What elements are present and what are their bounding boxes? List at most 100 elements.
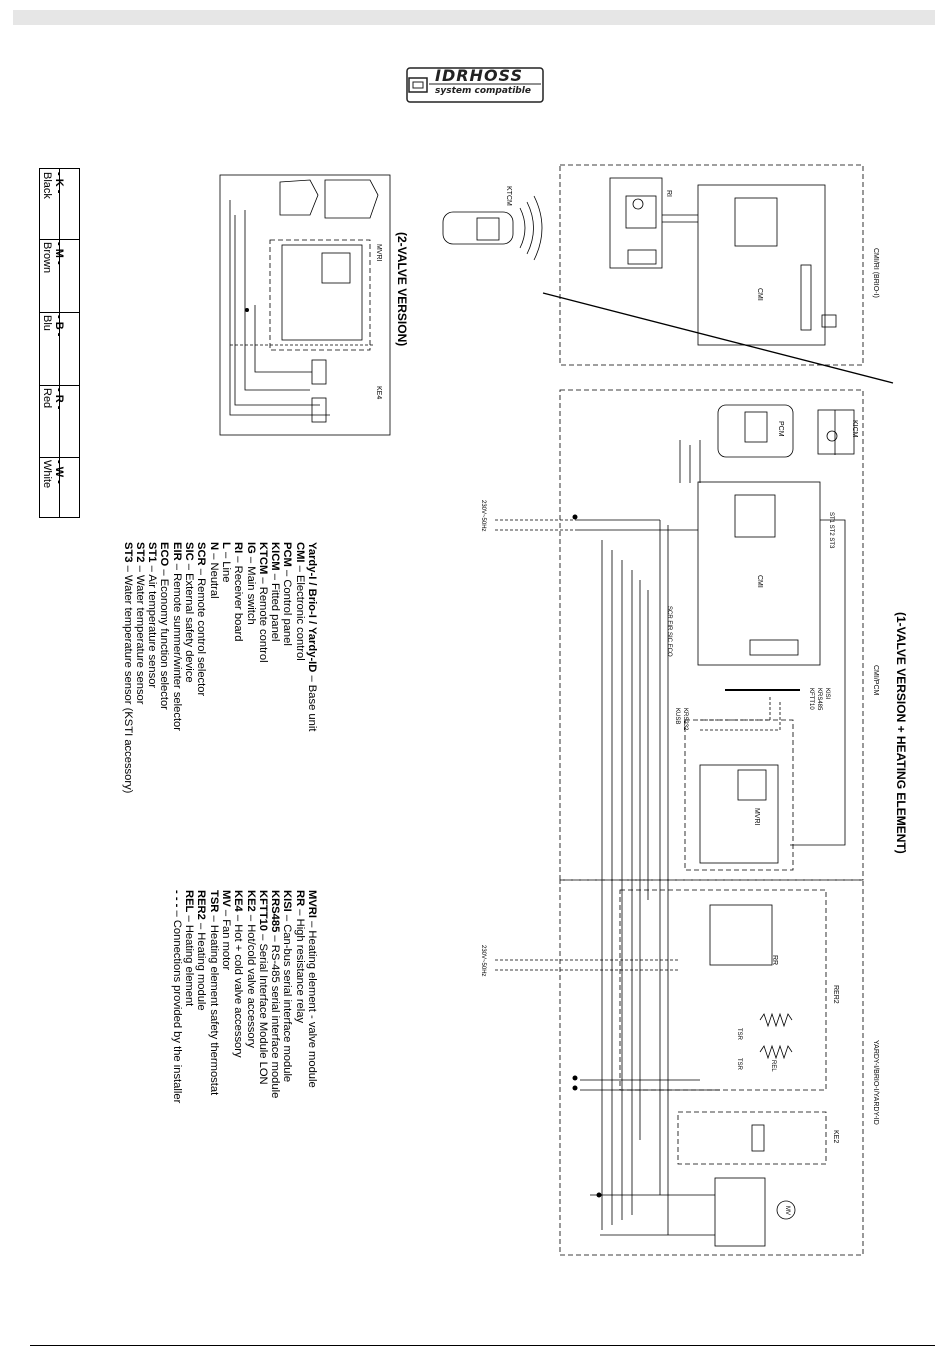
legend-desc: – External safety device [183,560,196,683]
legend-abbr: CMI [293,542,306,563]
legend-abbr: PCM [281,542,294,567]
legend-abbr: KTCM [256,542,269,575]
legend-abbr: ECO [158,542,171,567]
legend-item: KE2 – Hot/cold valve accessory [244,890,257,1103]
legend-desc: – Heating element [183,912,196,1007]
legend-item: ECO – Economy function selector [158,542,170,793]
label-mvri: MVRI [753,808,760,826]
label-tsr-1: TSR [736,1028,742,1040]
legend-desc: – Fan motor [219,906,232,971]
legend-abbr: KRS485 [269,890,282,933]
cmi-chip-top [734,197,778,247]
legend-desc: – Serial Interface Module LON [256,931,269,1085]
fan-motor-icon [776,1200,796,1220]
legend-item: EIR – Remote summer/winter selector [170,542,183,793]
ke2-box [677,1111,827,1165]
legend-item: Yardy-I / Brio-I / Yardy-ID – Base unit [306,542,318,793]
legend-desc: – Air temperature sensor [146,562,159,689]
legend-abbr: RI [232,542,245,554]
logo: IDRHOSS system compatible [405,66,545,106]
legend-item: KICM – Fitted panel [269,542,281,793]
legend-item: IG – Main switch [244,542,257,793]
wire-color-table: - K -Black- M -Brown- B -Blu- R -Red- W … [39,168,80,518]
legend-item: TSR – Heating element safety thermostat [207,890,220,1103]
label-krs232: KRS232 [682,708,688,731]
legend-item: RER2 – Heating module [195,890,207,1103]
yardy-box [559,879,864,1256]
label-mvri-2valve: MVRI [375,244,382,262]
label-ktcm: KTCM [505,186,512,206]
label-rel: REL [770,1060,776,1072]
mvri-box [684,719,794,871]
label-ri: RI [665,190,672,197]
label-yardy: YARDY-I/BRIO-I/YARDY-ID [872,1040,879,1125]
legend-item: ST2 – Water temperature sensor [134,542,146,793]
legend-desc: – Hot/cold valve accessory [244,911,257,1048]
label-inputs: SCR EIR SIC ECO [666,606,672,657]
legend-item: - - - – Connections provided by the inst… [170,890,183,1103]
legend-abbr: Yardy-I / Brio-I / Yardy-ID [306,542,318,673]
legend-desc: – Water temperature sensor (KSTI accesso… [121,562,134,794]
legend-abbr: ST2 [133,542,146,563]
legend-abbr: REL [183,890,196,913]
legend-desc: – RS-485 serial interface module [269,932,282,1099]
legend-item: N – Neutral [207,542,220,793]
legend-desc: – Control panel [281,566,294,646]
label-kicm: KICM [851,420,858,438]
legend-item: ST3 – Water temperature sensor (KSTI acc… [121,542,134,794]
legend-desc: – Base unit [306,672,318,732]
legend-abbr: IG [244,542,257,554]
label-cmi-mid: CMI [756,575,763,588]
legend-desc: – Main switch [244,553,257,625]
color-name: Red [41,388,53,409]
legend-item: SCR – Remote control selector [195,542,207,793]
label-kftt10: KFTT10 [808,688,814,710]
kicm-panel [817,409,855,455]
cmi-board-mid [697,481,821,666]
legend-desc: – Water temperature sensor [133,562,146,705]
label-cmi-ri: CMI/RI (BRIO-I) [872,248,879,298]
cmi-pcm-box [559,389,864,881]
legend-item: RI – Receiver board [232,542,244,793]
legend-abbr: ST3 [121,542,134,563]
section-divider [542,292,894,384]
legend-desc: – Remote control [256,574,269,663]
label-ke2: KE2 [832,1130,839,1144]
label-cmi-top: CMI [756,288,763,301]
legend-desc: – Hot + cold valve accessory [232,911,245,1058]
color-name: White [41,460,53,489]
legend-desc: – Remote control selector [195,565,208,697]
legend-desc: – Heating element - valve module [306,917,318,1088]
legend-abbr: MVRI [306,890,318,918]
legend-item: PCM – Control panel [281,542,293,793]
label-pcm: PCM [777,421,784,437]
legend-desc: – Remote summer/winter selector [170,560,183,732]
legend-abbr: KE2 [244,890,257,912]
color-cell: - R -Red [40,385,79,458]
rer2-box [619,889,827,1091]
legend-item: MVRI – Heating element - valve module [306,890,318,1103]
label-krs485: KRS485 [816,688,822,711]
legend-abbr: KISI [281,890,294,912]
legend-desc: – Can-bus serial interface module [281,911,294,1083]
legend-item: ST1 – Air temperature sensor [146,542,158,793]
label-power-2: 230V~50Hz [480,945,486,977]
legend-abbr: ST1 [146,542,159,563]
legend-item: KRS485 – RS-485 serial interface module [269,890,281,1103]
legend-abbr: RR [293,890,306,907]
legend-desc: – Economy function selector [158,566,171,710]
color-cell: - K -Black [40,169,79,240]
legend-desc: – Electronic control [293,562,306,661]
legend-desc: – Receiver board [232,553,245,642]
footer-rule [30,1345,935,1346]
legend-desc: – High resistance relay [293,906,306,1024]
legend-desc: – Line [219,548,232,583]
legend-item: SIC – External safety device [183,542,195,793]
cmi-ri-box [559,164,864,366]
legend-item: KFTT10 – Serial Interface Module LON [257,890,269,1103]
label-cmi-pcm: CMI/PCM [872,665,879,696]
legend-desc: – Fitted panel [269,570,282,642]
legend-abbr: KICM [269,542,282,571]
